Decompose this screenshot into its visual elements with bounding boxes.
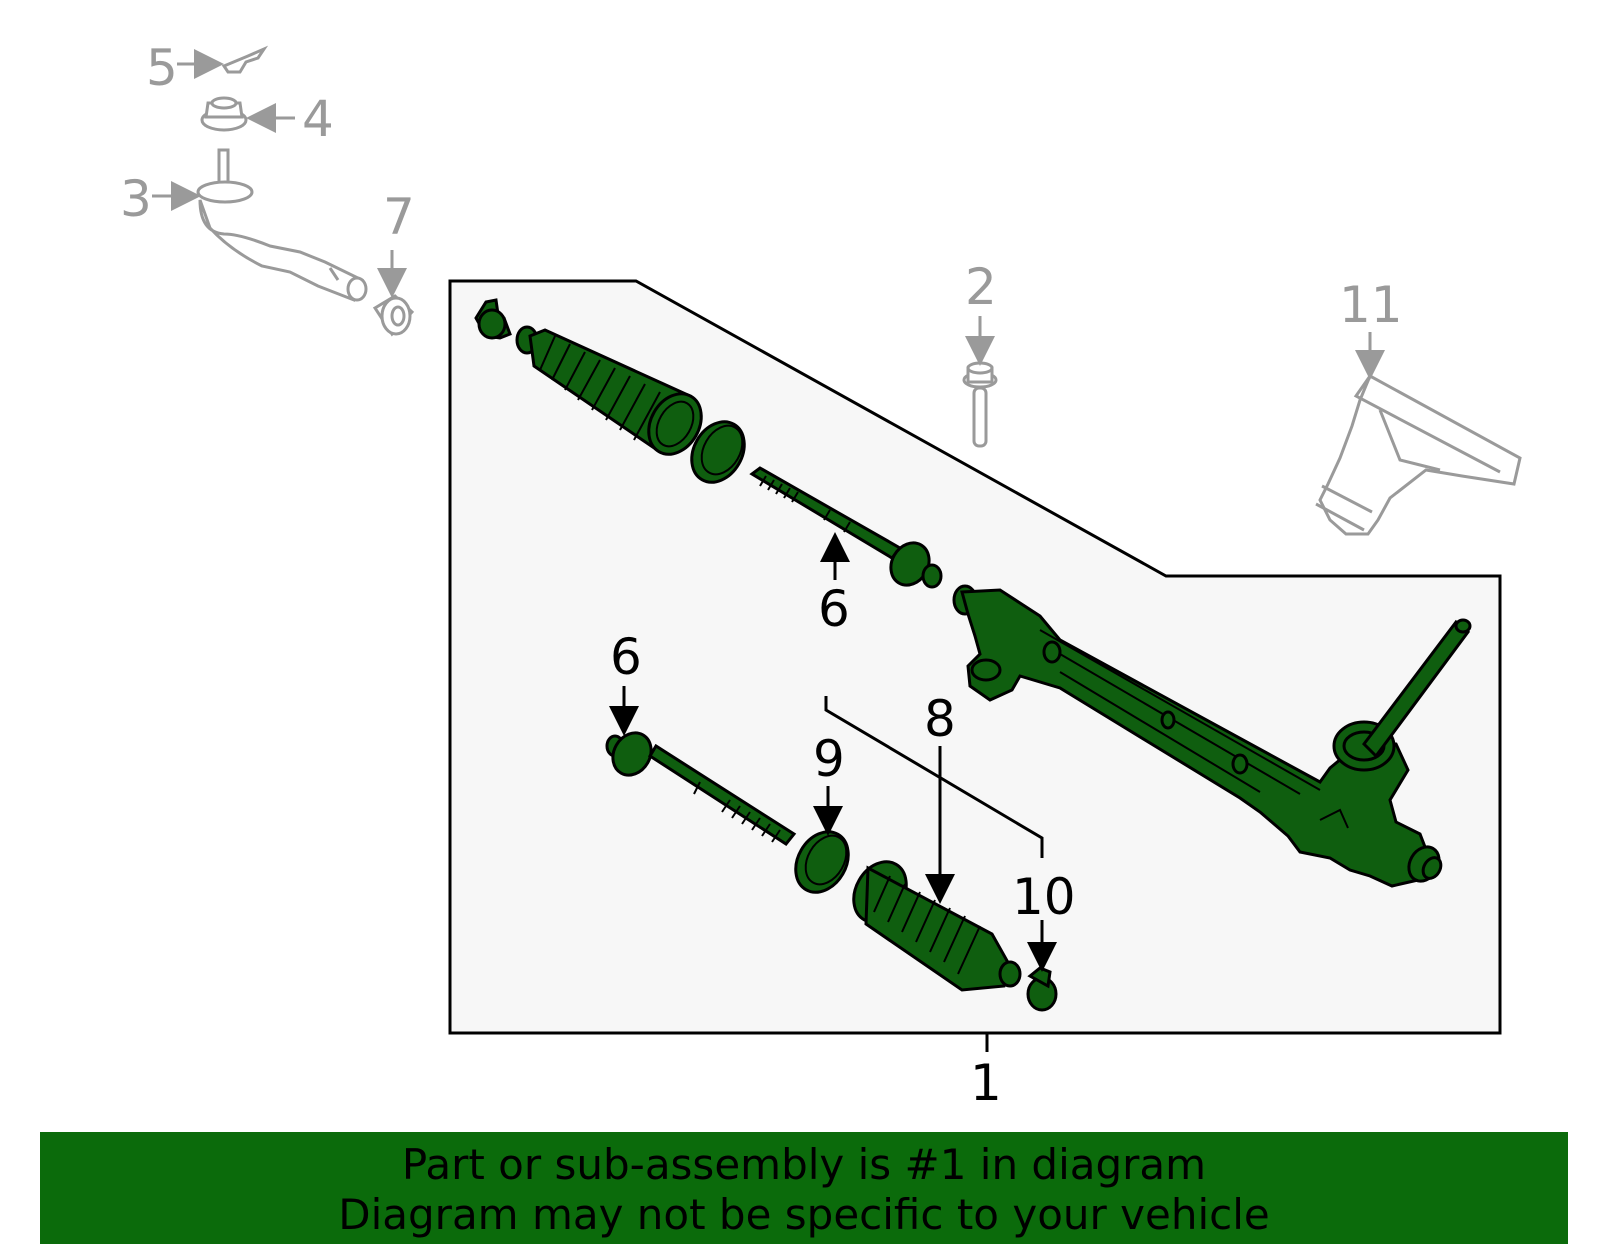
- callout-10: 10: [1012, 868, 1076, 926]
- banner-line-1: Part or sub-assembly is #1 in diagram: [401, 1140, 1207, 1189]
- callout-5: 5: [146, 39, 178, 97]
- bolt-part: [962, 361, 998, 448]
- rack-housing-part: [952, 584, 1472, 888]
- callout-6-lower: 6: [610, 628, 642, 686]
- nut-part: [200, 96, 248, 132]
- bellows-boot-upper-part: [515, 325, 703, 456]
- boot-ring-upper-part: [690, 420, 746, 484]
- tie-rod-end-part: [196, 148, 368, 302]
- bellows-boot-lower-part: [852, 860, 1022, 992]
- boot-ring-lower-part: [794, 830, 850, 894]
- banner-line-2: Diagram may not be specific to your vehi…: [338, 1190, 1270, 1239]
- cotter-pin-part: [221, 45, 269, 74]
- inner-tie-rod-lower-part: [605, 731, 797, 846]
- boot-clamp-upper-part: [474, 298, 512, 340]
- callout-3: 3: [120, 170, 152, 228]
- callout-4: 4: [302, 90, 334, 148]
- callout-2: 2: [965, 258, 997, 316]
- callout-1: 1: [970, 1054, 1002, 1112]
- bushing-part: [372, 294, 415, 337]
- callout-8: 8: [924, 690, 956, 748]
- inner-tie-rod-upper-part: [749, 466, 943, 589]
- dust-cover-part: [1315, 373, 1522, 536]
- disclaimer-banner: Part or sub-assembly is #1 in diagram Di…: [40, 1132, 1568, 1244]
- callout-11: 11: [1339, 276, 1403, 334]
- callout-7: 7: [383, 188, 415, 246]
- callout-9: 9: [813, 730, 845, 788]
- callout-6-upper: 6: [818, 580, 850, 638]
- callout-8-9-10-bracket: [824, 696, 1044, 858]
- boot-clamp-lower-part: [1026, 966, 1058, 1012]
